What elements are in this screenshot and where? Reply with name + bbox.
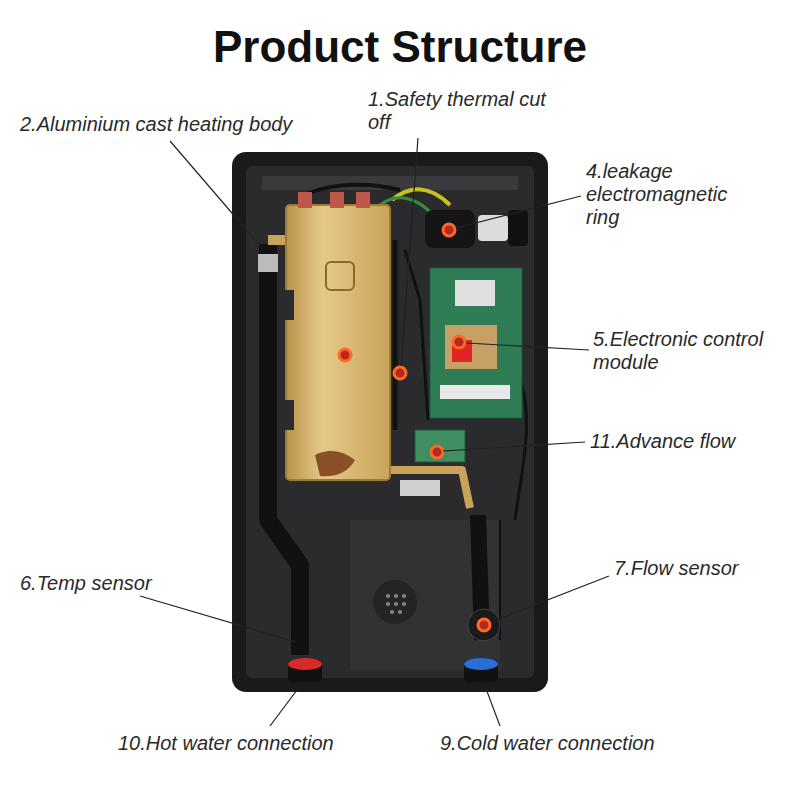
- leader-line: [466, 343, 589, 350]
- heating-body: [315, 451, 355, 476]
- leakage-ring: [425, 210, 475, 248]
- part-label: 1.Safety thermal cut off: [368, 88, 546, 134]
- callout-marker: [431, 446, 443, 458]
- pipes: [380, 470, 470, 508]
- leader-line: [485, 686, 500, 726]
- flow-sensor-body: [468, 609, 500, 641]
- part-label: 10.Hot water connection: [118, 732, 334, 755]
- part-label: 2.Aluminium cast heating body: [20, 113, 292, 136]
- wiring: [300, 185, 400, 198]
- heating-body: [286, 205, 390, 480]
- control-board: [455, 280, 495, 306]
- speaker-grille: [402, 602, 406, 606]
- speaker-grille: [390, 610, 394, 614]
- heating-body: [326, 262, 354, 290]
- leader-line: [456, 196, 581, 228]
- callout-marker: [453, 336, 465, 348]
- part-label: 11.Advance flow: [590, 430, 735, 453]
- flow-sensor-body: [468, 609, 500, 641]
- heating-body: [356, 192, 370, 208]
- speaker-grille: [394, 602, 398, 606]
- heating-body: [298, 192, 312, 208]
- wiring: [393, 240, 398, 430]
- leader-line: [270, 686, 300, 726]
- part-label: 7.Flow sensor: [614, 557, 739, 580]
- speaker-grille: [373, 580, 417, 624]
- pipes: [258, 254, 278, 272]
- diagram-title: Product Structure: [0, 22, 800, 72]
- control-board: [445, 325, 497, 369]
- speaker-grille: [394, 594, 398, 598]
- control-board: [440, 385, 510, 399]
- leader-line: [170, 141, 262, 248]
- water-connections: [464, 658, 498, 670]
- leader-line: [491, 576, 609, 622]
- callout-marker: [443, 224, 455, 236]
- housing: [246, 166, 534, 678]
- speaker-grille: [398, 610, 402, 614]
- part-label: 4.leakage electromagnetic ring: [586, 160, 758, 229]
- speaker-grille: [386, 594, 390, 598]
- callout-marker: [339, 224, 490, 631]
- leader-line: [140, 596, 296, 642]
- part-label: 6.Temp sensor: [20, 572, 152, 595]
- speaker-grille: [386, 602, 390, 606]
- water-connections: [288, 658, 322, 670]
- callout-marker: [339, 349, 351, 361]
- control-board: [400, 480, 440, 496]
- heating-body: [330, 192, 344, 208]
- leader-line: [401, 138, 418, 366]
- heating-body: [282, 290, 294, 320]
- leakage-ring: [508, 210, 528, 246]
- part-label: 5.Electronic control module: [593, 328, 769, 374]
- part-label: 9.Cold water connection: [440, 732, 655, 755]
- leakage-ring: [425, 210, 528, 248]
- callout-marker: [394, 367, 406, 379]
- control-board: [415, 430, 465, 462]
- callout-marker: [478, 619, 490, 631]
- leader-line: [443, 442, 585, 451]
- leader-line: [140, 138, 609, 726]
- heating-body: [282, 400, 294, 430]
- heating-body: [282, 192, 390, 480]
- control-board: [400, 268, 522, 496]
- housing: [232, 152, 548, 692]
- wiring: [405, 250, 428, 420]
- speaker-grille: [402, 594, 406, 598]
- speaker-grille: [373, 580, 417, 624]
- water-connections: [288, 658, 498, 682]
- housing: [232, 152, 548, 692]
